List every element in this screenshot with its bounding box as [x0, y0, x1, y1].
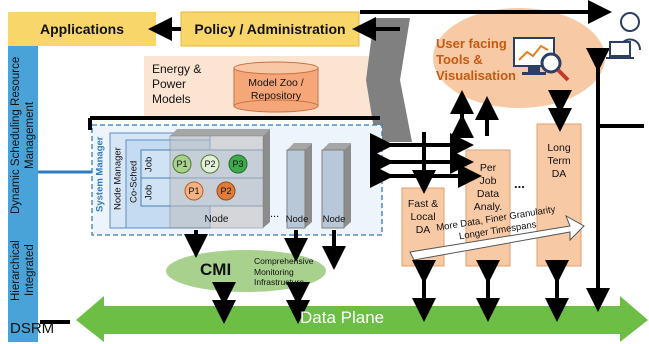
user-tools-line1: User facing [436, 36, 507, 51]
per-job-line3: Data [476, 188, 500, 200]
process-p1-bottom [184, 181, 204, 201]
gray-chevron [366, 18, 412, 142]
data-plane-label: Data Plane [300, 308, 385, 327]
user-tools-line3: Visualisation [436, 68, 516, 83]
dsrm-title: Hierarchical Integrated Dynamic Scheduli… [8, 46, 38, 316]
co-sched-label: Co-Sched [128, 160, 140, 204]
cmi-line2: Monitoring [254, 266, 294, 277]
energy-label: Energy & Power Models [152, 62, 201, 107]
cmi-description: Comprehensive Monitoring Infrastructure [254, 256, 314, 288]
arrows [40, 0, 644, 324]
process-p2-top [200, 154, 220, 174]
fast-local-line2: Local [410, 210, 436, 223]
long-term-line3: DA [551, 167, 567, 180]
cmi-line1: Comprehensive [254, 256, 314, 266]
per-job-line4: Analy. [473, 201, 503, 213]
per-job-line1: Per [479, 162, 497, 174]
model-zoo-cylinder [233, 61, 319, 113]
node-block-2 [286, 143, 312, 229]
applications-box [8, 12, 156, 46]
energy-label-line2: Power [152, 77, 187, 91]
node-label-1: Node [204, 213, 229, 225]
per-job-da-label: Per Job Data Analy. [466, 156, 510, 220]
fast-local-line3: DA [415, 223, 431, 236]
system-manager-label: System Manager [94, 136, 106, 212]
process-p2-bottom-label: P2 [220, 186, 232, 196]
model-zoo-label: Model Zoo / Repository [234, 74, 318, 106]
magnifier-icon [540, 52, 570, 82]
dsrm-title-line1: Hierarchical Integrated [10, 240, 36, 301]
dsrm-title-line2: Dynamic Scheduling Resource Management [10, 56, 36, 215]
process-p1-top-label: P1 [176, 159, 188, 169]
main-node-block [169, 129, 270, 229]
dsrm-bar [8, 40, 38, 342]
policy-box [180, 11, 360, 47]
process-p2-top-label: P2 [204, 159, 216, 169]
dsrm-abbrev: DSRM [10, 320, 55, 337]
process-p3-top-label: P3 [232, 159, 244, 169]
more-data-arrow [409, 214, 585, 261]
long-term-line1: Long [547, 141, 571, 154]
process-p3-top [228, 154, 248, 174]
long-term-da-box [536, 123, 582, 267]
node-label-3: Node [322, 213, 346, 225]
monitor-chart-icon [513, 37, 555, 75]
fast-local-da-label: Fast & Local DA [402, 192, 444, 242]
process-p2-bottom [216, 181, 236, 201]
node-manager-label: Node Manager [112, 147, 124, 211]
process-p1-bottom-label: P1 [188, 186, 200, 196]
user-tools-line2: Tools & [436, 52, 483, 67]
model-zoo-line1: Model Zoo / [248, 77, 304, 89]
model-zoo-line2: Repository [250, 90, 302, 102]
per-job-line2: Job [479, 175, 497, 187]
applications-label: Applications [39, 21, 124, 37]
job-label-1: Job [143, 156, 155, 172]
long-term-da-label: Long Term DA [537, 134, 581, 188]
user-laptop-icon [606, 12, 641, 59]
node-block-3 [321, 143, 351, 229]
process-p1-top [172, 154, 192, 174]
node-label-2: Node [285, 213, 309, 225]
energy-label-line1: Energy & [152, 62, 202, 76]
cmi-line3: Infrastructure [254, 277, 305, 287]
analysis-ellipsis: ... [514, 176, 525, 191]
user-tools-label: User facing Tools & Visualisation [436, 36, 516, 84]
policy-label: Policy / Administration [194, 21, 346, 37]
job-label-2: Job [143, 184, 155, 200]
cmi-abbrev: CMI [200, 260, 232, 279]
long-term-line2: Term [547, 154, 571, 167]
energy-label-line3: Models [152, 92, 191, 106]
node-ellipsis: ... [270, 208, 280, 220]
fast-local-line1: Fast & [407, 197, 439, 210]
